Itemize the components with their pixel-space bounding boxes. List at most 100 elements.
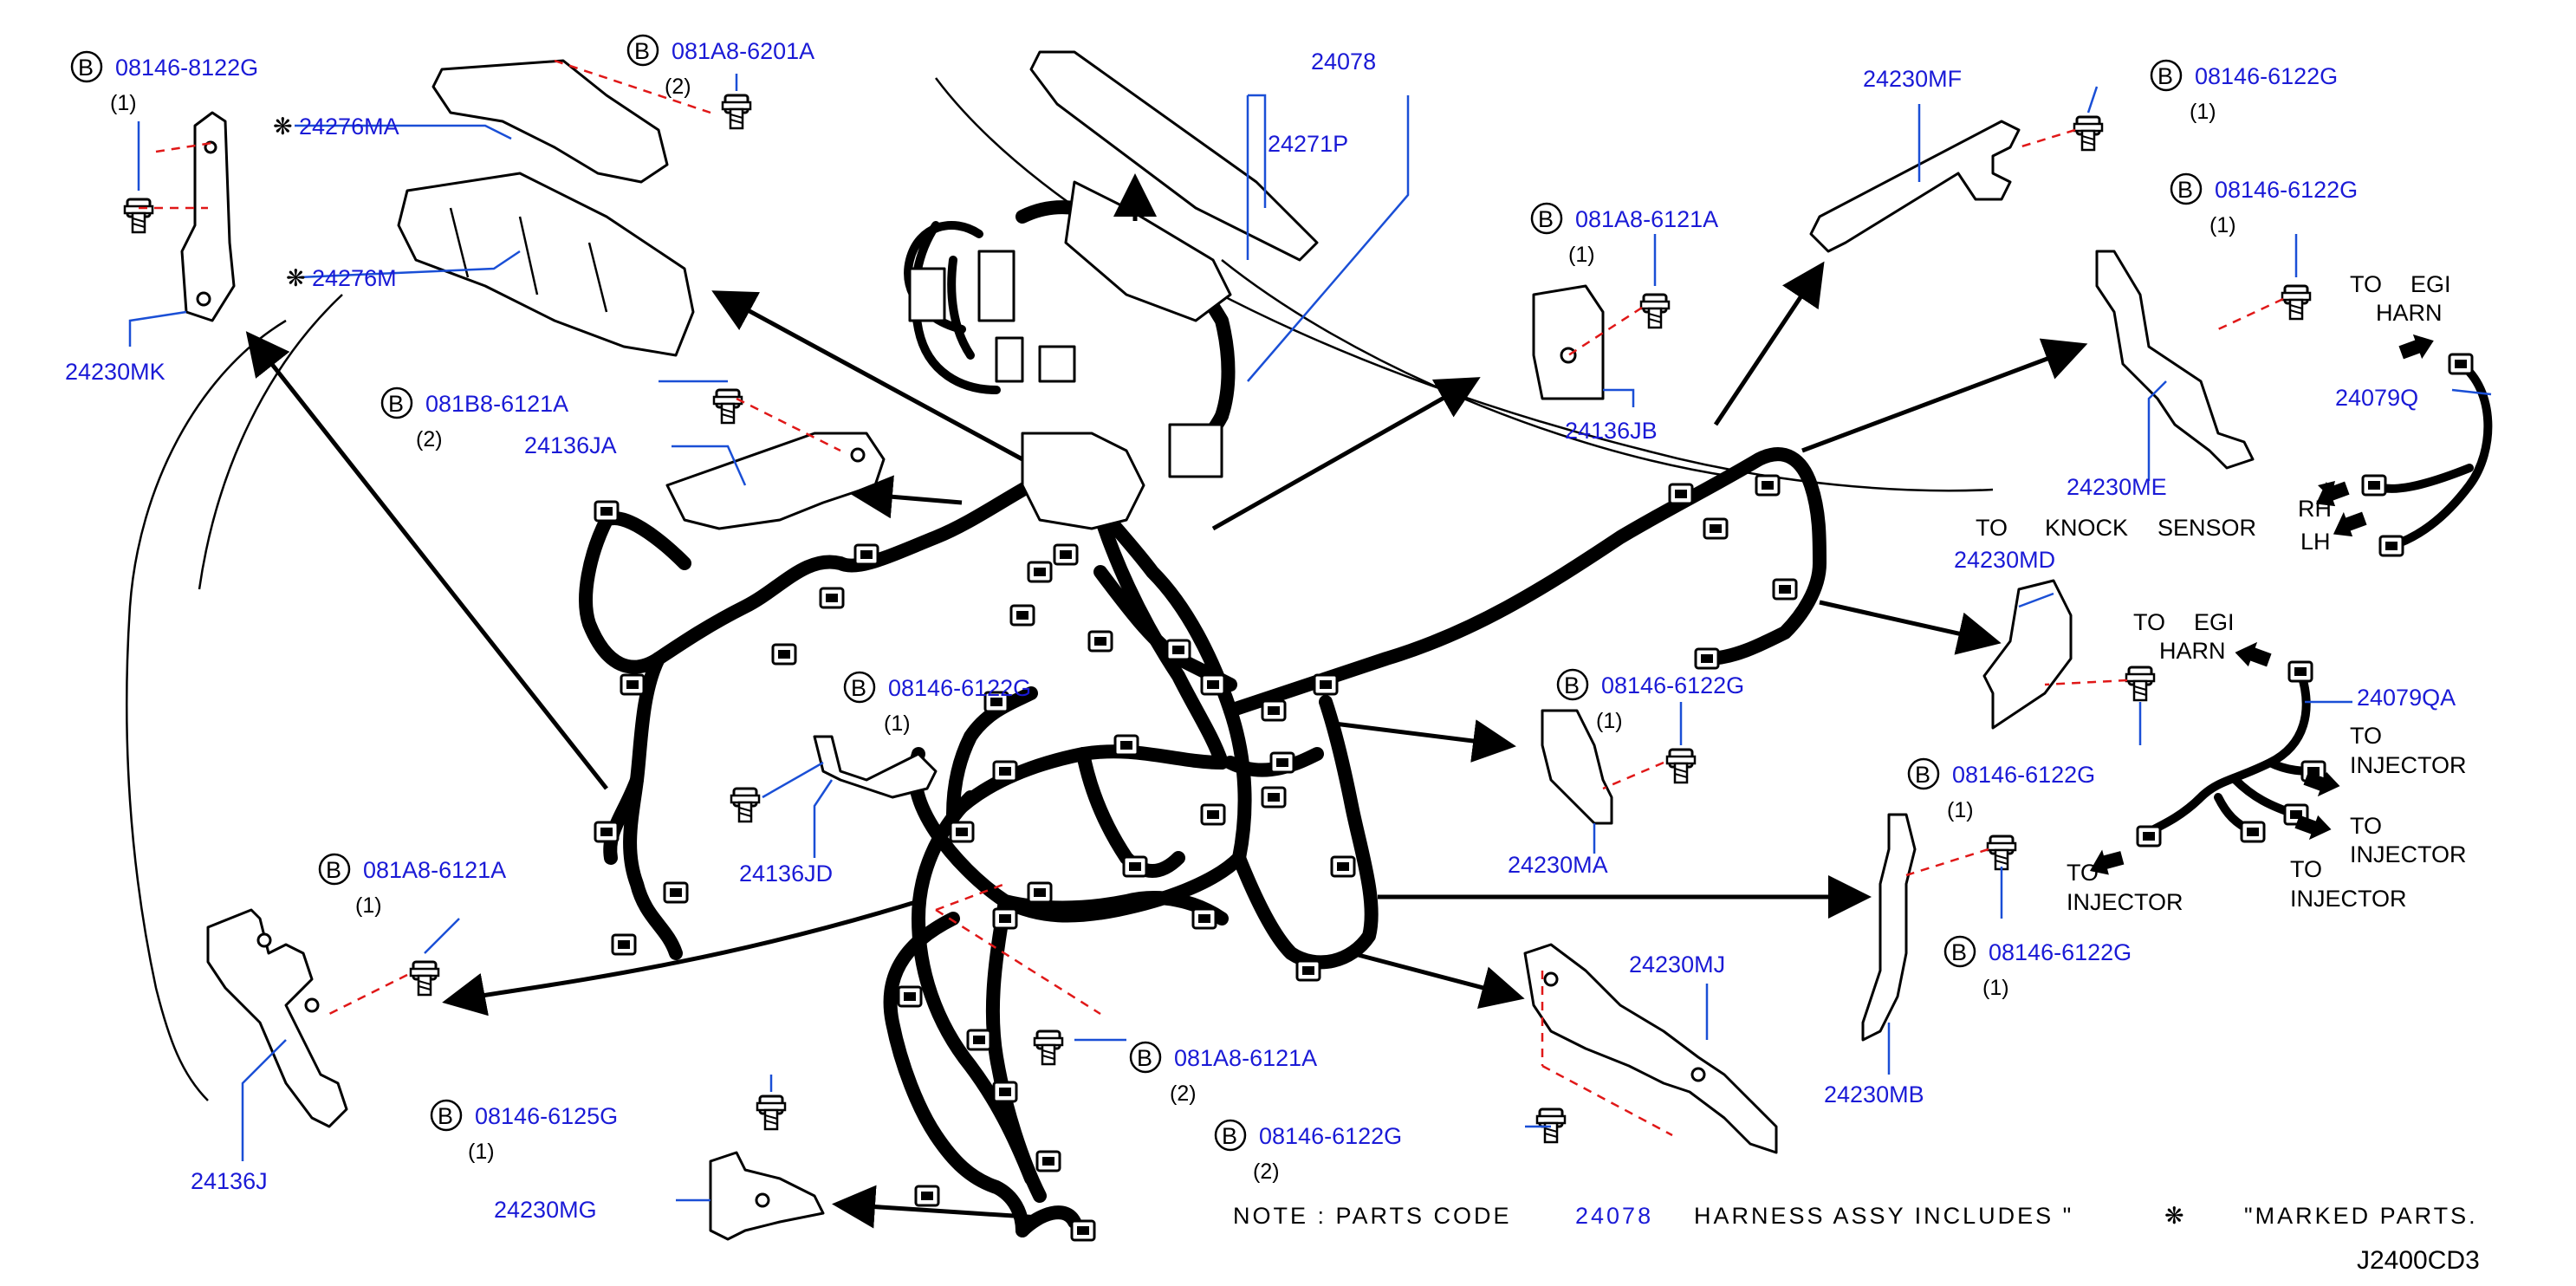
svg-text:(1): (1) [1982, 976, 2009, 1000]
label-24276MA: 24276MA [299, 114, 399, 140]
svg-text:08146-6122G: 08146-6122G [888, 675, 1031, 701]
label-24230MB: 24230MB [1824, 1081, 1924, 1107]
label-24136JA: 24136JA [524, 432, 617, 458]
svg-text:B: B [1951, 939, 1967, 965]
leader-lines [128, 74, 2492, 1202]
svg-text:KNOCK: KNOCK [2045, 515, 2128, 541]
annotation-to-injector-d: TO INJECTOR [2290, 856, 2407, 912]
svg-text:B: B [2177, 177, 2193, 203]
label-24276M: 24276M [312, 265, 397, 291]
svg-text:B: B [1222, 1123, 1237, 1149]
marker-24276M: ❋ [286, 265, 306, 291]
sub-harness-24079Q [2361, 353, 2493, 557]
svg-text:(1): (1) [2190, 100, 2216, 124]
callout-b1: B 08146-8122G (1) [70, 50, 258, 115]
svg-text:(2): (2) [1253, 1159, 1280, 1184]
svg-text:INJECTOR: INJECTOR [2350, 752, 2467, 778]
bracket-24136J-hole2 [304, 997, 320, 1013]
svg-text:(1): (1) [468, 1140, 495, 1164]
callout-b11: B 08146-6122G (1) [1943, 935, 2132, 1000]
bracket-24136J [206, 908, 348, 1128]
svg-text:(2): (2) [1170, 1081, 1197, 1106]
bracket-24136JA-hole [850, 447, 866, 463]
bolt-08146-6122G-ma [1665, 748, 1697, 784]
label-24230MA: 24230MA [1508, 852, 1608, 878]
label-24136JB: 24136JB [1565, 418, 1658, 444]
annotation-to-injector-c: TO INJECTOR [2067, 860, 2183, 915]
svg-text:24078: 24078 [1575, 1203, 1653, 1229]
svg-text:❋: ❋ [2164, 1203, 2184, 1229]
svg-text:B: B [438, 1103, 453, 1129]
callout-b10: B 081A8-6121A (1) [318, 853, 506, 918]
bolt-081A8-6121A-mid [1033, 1029, 1064, 1066]
svg-text:081A8-6121A: 081A8-6121A [1174, 1045, 1317, 1071]
svg-text:08146-6122G: 08146-6122G [1989, 939, 2132, 965]
harness-upper-assembly [908, 50, 1319, 530]
bracket-24230MJ-hole [1543, 971, 1559, 987]
svg-text:SENSOR: SENSOR [2157, 515, 2256, 541]
label-24230MD: 24230MD [1954, 547, 2055, 573]
svg-text:(1): (1) [1596, 709, 1623, 733]
callout-b6: B 08146-6122G (1) [2170, 172, 2358, 237]
svg-text:(1): (1) [1947, 798, 1974, 822]
svg-text:B: B [2157, 63, 2173, 89]
svg-text:EGI: EGI [2194, 609, 2235, 635]
note: NOTE : PARTS CODE 24078 HARNESS ASSY INC… [1233, 1203, 2478, 1229]
callout-b13: B 08146-6125G (1) [430, 1099, 618, 1164]
svg-text:EGI: EGI [2411, 271, 2451, 297]
bracket-24136JA [665, 432, 886, 530]
svg-text:08146-6122G: 08146-6122G [1952, 762, 2095, 788]
engine-outline-left-inner [198, 294, 343, 590]
svg-text:INJECTOR: INJECTOR [2350, 841, 2467, 867]
bracket-24230MD [1982, 579, 2073, 730]
annotation-to-egi-harn-1: TO EGI HARN [2350, 271, 2451, 326]
bracket-24136JB-hole [1560, 347, 1577, 364]
svg-text:TO: TO [1976, 515, 2008, 541]
svg-text:08146-6122G: 08146-6122G [2215, 177, 2358, 203]
svg-text:B: B [634, 38, 650, 64]
svg-text:TO: TO [2067, 860, 2099, 886]
label-24230MF: 24230MF [1863, 66, 1962, 92]
svg-text:HARNESS ASSY INCLUDES ": HARNESS ASSY INCLUDES " [1694, 1203, 2073, 1229]
bolt-081B8-6121A [712, 388, 743, 425]
svg-text:B: B [1564, 672, 1580, 698]
bolt-081A8-6121A-jb [1639, 293, 1671, 329]
bolt-081A8-6121A-j [409, 960, 440, 997]
svg-text:08146-6122G: 08146-6122G [1259, 1123, 1402, 1149]
svg-text:B: B [1137, 1045, 1152, 1071]
svg-text:INJECTOR: INJECTOR [2067, 889, 2183, 915]
callout-b5: B 08146-6122G (1) [2150, 59, 2338, 124]
svg-text:(2): (2) [416, 427, 443, 451]
svg-text:B: B [78, 55, 94, 81]
bolt-08146-6122G-jd [730, 787, 761, 823]
bracket-24230MB [1861, 813, 1917, 1042]
svg-text:08146-6122G: 08146-6122G [2195, 63, 2338, 89]
svg-text:TO: TO [2350, 723, 2382, 749]
marker-24276MA: ❋ [273, 114, 293, 140]
main-harness [579, 200, 1827, 1237]
annotation-to-injector-a: TO INJECTOR [2350, 723, 2467, 778]
svg-text:"MARKED PARTS.: "MARKED PARTS. [2244, 1203, 2478, 1229]
label-24078: 24078 [1311, 49, 1376, 75]
bracket-24230MJ-hole2 [1690, 1067, 1706, 1082]
svg-text:(2): (2) [665, 75, 691, 99]
callout-b4: B 081A8-6121A (1) [1530, 202, 1718, 267]
bracket-24230ME [2095, 250, 2255, 470]
svg-text:B: B [851, 675, 866, 701]
svg-text:08146-6125G: 08146-6125G [475, 1103, 618, 1129]
bracket-24136J-hole [256, 932, 272, 948]
bolt-08146-6125G [756, 1094, 787, 1131]
label-24136J: 24136J [191, 1168, 268, 1194]
label-24230MJ: 24230MJ [1629, 952, 1725, 977]
svg-text:TO: TO [2133, 609, 2165, 635]
svg-text:HARN: HARN [2376, 300, 2443, 326]
bolt-08146-6122G-mf [2073, 115, 2104, 152]
callout-b2: B 081A8-6201A (2) [626, 34, 814, 99]
svg-text:(1): (1) [1568, 243, 1595, 267]
svg-text:B: B [388, 391, 404, 417]
label-24230MK: 24230MK [65, 359, 165, 385]
bracket-24230MJ [1523, 943, 1778, 1154]
svg-text:HARN: HARN [2159, 638, 2226, 664]
bolt-08146-6122G-mb [1986, 835, 2017, 871]
callout-b9: B 08146-6122G (1) [1907, 757, 2095, 822]
